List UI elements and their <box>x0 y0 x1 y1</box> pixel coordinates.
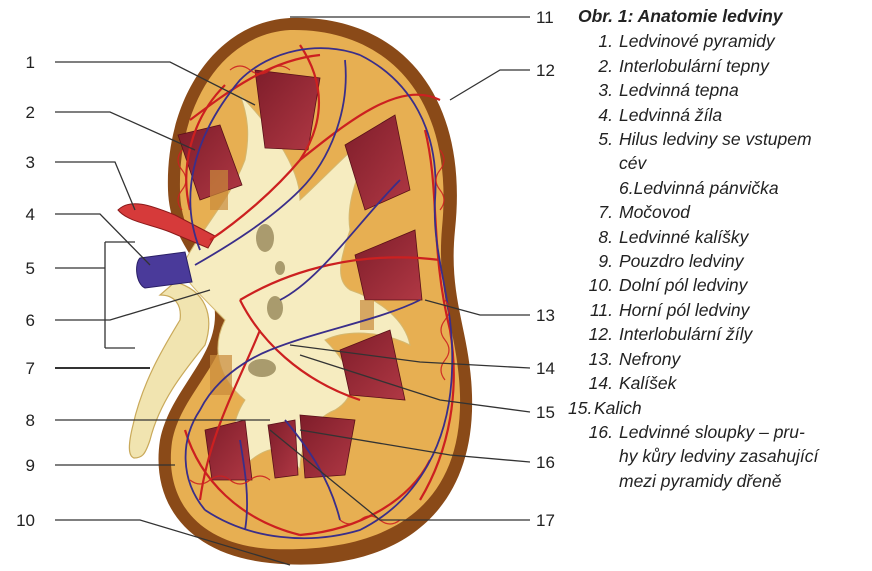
legend-item: 4.Ledvinná žíla <box>568 103 868 127</box>
legend-number: 10. <box>568 273 619 297</box>
legend-item: 7.Močovod <box>568 200 868 224</box>
label-13: 13 <box>536 306 555 325</box>
label-12: 12 <box>536 61 555 80</box>
label-6: 6 <box>26 311 35 330</box>
legend-number: 4. <box>568 103 619 127</box>
legend-text: Interlobulární tepny <box>619 54 868 78</box>
label-3: 3 <box>26 153 35 172</box>
figure-caption: Obr. 1: Anatomie ledviny 1.Ledvinové pyr… <box>568 4 868 493</box>
label-4: 4 <box>26 205 35 224</box>
label-11: 11 <box>536 8 554 27</box>
legend-number: 12. <box>568 322 619 346</box>
legend-item-continuation: mezi pyramidy dřeně <box>568 469 868 493</box>
label-5: 5 <box>26 259 35 278</box>
legend-text: mezi pyramidy dřeně <box>568 469 868 493</box>
legend-number: 8. <box>568 225 619 249</box>
legend-number: 9. <box>568 249 619 273</box>
legend-item: 12.Interlobulární žíly <box>568 322 868 346</box>
label-9: 9 <box>26 456 35 475</box>
legend-item: 16.Ledvinné sloupky – pru- <box>568 420 868 444</box>
legend-number: 14. <box>568 371 619 395</box>
legend-item: 8.Ledvinné kalíšky <box>568 225 868 249</box>
legend-text: Močovod <box>619 200 868 224</box>
legend-item: 15.Kalich <box>568 396 868 420</box>
legend-number: 15. <box>568 396 594 420</box>
legend-number: 11. <box>568 298 619 322</box>
label-10: 10 <box>16 511 35 530</box>
legend-item: 9.Pouzdro ledviny <box>568 249 868 273</box>
label-7: 7 <box>26 359 35 378</box>
label-2: 2 <box>26 103 35 122</box>
renal-vein <box>137 252 192 288</box>
legend-text: Ledvinné kalíšky <box>619 225 868 249</box>
legend-text: Ledvinové pyramidy <box>619 29 868 53</box>
labels-left: 1 2 3 4 5 6 7 8 9 10 <box>16 53 35 530</box>
legend-number: 7. <box>568 200 619 224</box>
legend-item: 6.Ledvinná pánvička <box>568 176 868 200</box>
legend-number: 2. <box>568 54 619 78</box>
legend-item: 1.Ledvinové pyramidy <box>568 29 868 53</box>
labels-right: 11 12 13 14 15 16 17 <box>536 8 555 530</box>
legend-number: 5. <box>568 127 619 151</box>
legend-number: 3. <box>568 78 619 102</box>
caption-title: Obr. 1: Anatomie ledviny <box>578 4 868 28</box>
legend-text: 6.Ledvinná pánvička <box>568 176 868 200</box>
legend-item: 2.Interlobulární tepny <box>568 54 868 78</box>
legend-text: Horní pól ledviny <box>619 298 868 322</box>
label-15: 15 <box>536 403 555 422</box>
legend-text: Interlobulární žíly <box>619 322 868 346</box>
legend-text: Kalich <box>594 396 868 420</box>
legend-item-continuation: cév <box>568 151 868 175</box>
legend-text: Ledvinná tepna <box>619 78 868 102</box>
label-1: 1 <box>26 53 35 72</box>
legend-text: Dolní pól ledviny <box>619 273 868 297</box>
label-14: 14 <box>536 359 555 378</box>
legend-item: 14.Kalíšek <box>568 371 868 395</box>
label-16: 16 <box>536 453 555 472</box>
label-17: 17 <box>536 511 555 530</box>
legend-text: Kalíšek <box>619 371 868 395</box>
legend-number: 1. <box>568 29 619 53</box>
legend-item: 5.Hilus ledviny se vstupem <box>568 127 868 151</box>
label-8: 8 <box>26 411 35 430</box>
legend-item: 10.Dolní pól ledviny <box>568 273 868 297</box>
legend-number: 16. <box>568 420 619 444</box>
legend-list: 1.Ledvinové pyramidy 2.Interlobulární te… <box>568 29 868 493</box>
legend-text: Ledvinné sloupky – pru- <box>619 420 868 444</box>
legend-text: cév <box>568 151 868 175</box>
legend-item-continuation: hy kůry ledviny zasahující <box>568 444 868 468</box>
legend-text: hy kůry ledviny zasahující <box>568 444 868 468</box>
legend-number: 13. <box>568 347 619 371</box>
legend-text: Ledvinná žíla <box>619 103 868 127</box>
legend-item: 11.Horní pól ledviny <box>568 298 868 322</box>
legend-text: Pouzdro ledviny <box>619 249 868 273</box>
legend-text: Hilus ledviny se vstupem <box>619 127 868 151</box>
legend-item: 13.Nefrony <box>568 347 868 371</box>
legend-item: 3.Ledvinná tepna <box>568 78 868 102</box>
legend-text: Nefrony <box>619 347 868 371</box>
